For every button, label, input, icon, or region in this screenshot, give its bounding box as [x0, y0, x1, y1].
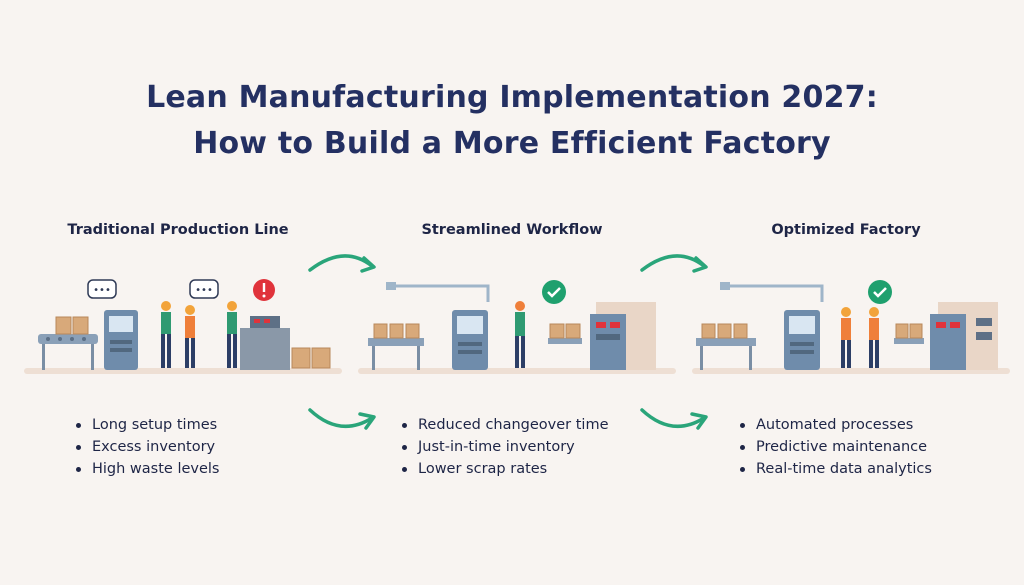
worker-icon — [227, 301, 237, 368]
box-icon — [717, 323, 732, 339]
page-title-line-2: How to Build a More Efficient Factory — [193, 126, 831, 161]
bullet-item: Real-time data analytics — [738, 458, 932, 480]
bullet-item: Reduced changeover time — [400, 414, 609, 436]
speech-bubble-icon — [87, 279, 117, 299]
cart — [894, 338, 924, 344]
traditional-production-line-illustration: ••• ••• — [24, 279, 342, 374]
speech-bubble-icon — [189, 279, 219, 299]
bullet-item: Long setup times — [74, 414, 219, 436]
control-cabinet — [930, 314, 966, 370]
arrow-right-icon — [308, 254, 376, 273]
bullet-list-streamlined: Reduced changeover time Just-in-time inv… — [400, 414, 609, 480]
check-icon — [542, 280, 566, 304]
bullet-item: Automated processes — [738, 414, 932, 436]
worker-icon — [515, 301, 525, 368]
svg-text:•••: ••• — [93, 285, 111, 296]
box-icon — [55, 316, 72, 335]
box-icon — [895, 323, 909, 339]
robot-arm — [726, 284, 824, 302]
worker-icon — [841, 307, 851, 368]
conveyor-belt — [696, 338, 756, 346]
stage-title-traditional: Traditional Production Line — [67, 222, 289, 238]
bullet-list-optimized: Automated processes Predictive maintenan… — [738, 414, 932, 480]
worker-icon — [185, 305, 195, 368]
robot-arm — [392, 284, 490, 302]
floor-shadow — [24, 368, 342, 374]
box-icon — [373, 323, 388, 339]
box-icon — [72, 316, 89, 335]
stage-title-streamlined: Streamlined Workflow — [421, 222, 603, 238]
arrow-right-icon — [308, 408, 376, 430]
box-icon — [549, 323, 565, 339]
bullet-item: High waste levels — [74, 458, 219, 480]
bullet-item: Excess inventory — [74, 436, 219, 458]
svg-text:•••: ••• — [195, 285, 213, 296]
box-icon — [733, 323, 748, 339]
bullet-item: Predictive maintenance — [738, 436, 932, 458]
conveyor-belt — [38, 334, 98, 344]
box-icon — [389, 323, 404, 339]
control-cabinet — [590, 314, 626, 370]
workstation — [240, 328, 290, 370]
worker-icon — [161, 301, 171, 368]
worker-icon — [869, 307, 879, 368]
box-icon — [909, 323, 923, 339]
cart — [548, 338, 582, 344]
box-icon — [565, 323, 581, 339]
optimized-factory-illustration — [692, 280, 1010, 374]
box-icon — [701, 323, 716, 339]
box-icon — [405, 323, 420, 339]
stage-title-optimized: Optimized Factory — [771, 222, 921, 238]
bullet-item: Lower scrap rates — [400, 458, 609, 480]
arrow-right-icon — [640, 408, 708, 430]
check-icon — [868, 280, 892, 304]
page-title-line-1: Lean Manufacturing Implementation 2027: — [146, 80, 878, 115]
streamlined-workflow-illustration — [358, 280, 676, 374]
bullet-item: Just-in-time inventory — [400, 436, 609, 458]
bullet-list-traditional: Long setup times Excess inventory High w… — [74, 414, 219, 480]
arrow-right-icon — [640, 254, 708, 273]
box-icon — [311, 347, 331, 369]
box-icon — [291, 347, 311, 369]
conveyor-belt — [368, 338, 424, 346]
